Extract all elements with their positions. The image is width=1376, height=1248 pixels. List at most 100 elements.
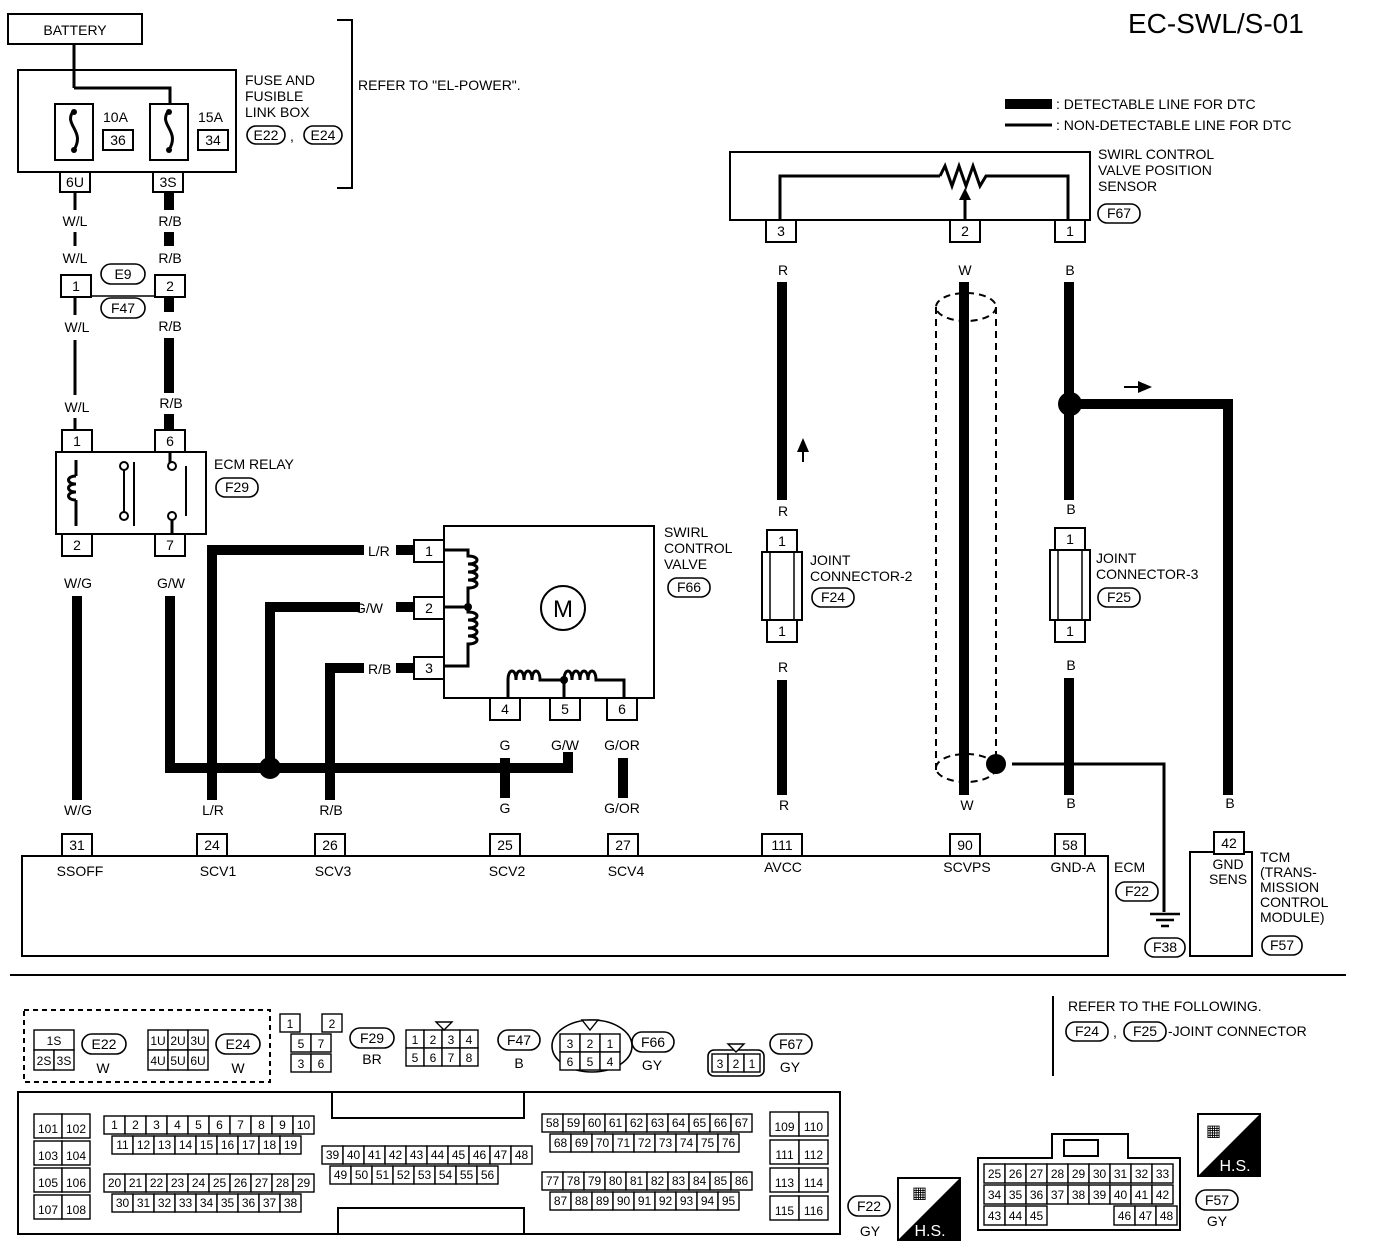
valve-coil-right-a [506, 669, 564, 698]
ecm-term-scv1: SCV1 [200, 863, 237, 879]
tcm-name-2: (TRANS- [1260, 864, 1317, 880]
valve-motor-label: M [553, 596, 573, 623]
battery-box [7, 13, 143, 45]
ecm-term-scv3: SCV3 [315, 863, 352, 879]
svg-text:3: 3 [298, 1057, 305, 1071]
ecm-box [21, 855, 1109, 957]
wire-b-1: B [1065, 262, 1074, 278]
connector-icon-f57: ▦ [1206, 1121, 1221, 1140]
svg-text:7: 7 [318, 1037, 325, 1051]
wire-lr-valve-1: L/R [368, 543, 390, 559]
svg-text:2: 2 [430, 1033, 437, 1047]
connector-cavity: 27 [255, 1176, 269, 1190]
connector-cavity: 82 [651, 1174, 665, 1188]
connector-code-e9: E9 [114, 266, 131, 282]
connector-cavity: 94 [701, 1194, 715, 1208]
connector-cavity: 88 [575, 1194, 589, 1208]
hs-label-f57: H.S. [1219, 1158, 1250, 1175]
valve-pin-1: 1 [425, 543, 433, 559]
legend-non-detectable: : NON-DETECTABLE LINE FOR DTC [1056, 117, 1291, 133]
connector-view-f67-color: GY [780, 1059, 801, 1075]
valve-name-2: CONTROL [664, 540, 733, 556]
valve-pin-2: 2 [425, 600, 433, 616]
connector-cavity: 41 [368, 1148, 382, 1162]
connector-cavity: 19 [284, 1138, 298, 1152]
fuse-10a-rating: 10A [103, 109, 129, 125]
fuse-terminal-6u: 6U [66, 174, 84, 190]
fuse-box-code-e24: E24 [311, 127, 336, 143]
svg-text:6: 6 [430, 1051, 437, 1065]
fuse-box-name-2: FUSIBLE [245, 88, 303, 104]
connector-cavity: 115 [775, 1204, 794, 1218]
connector-cavity: 34 [988, 1188, 1002, 1202]
wire-rb-3: R/B [158, 318, 181, 334]
joint2-code: F24 [821, 589, 845, 605]
connector-cavity: 108 [66, 1203, 86, 1217]
refer-following: REFER TO THE FOLLOWING. [1068, 998, 1262, 1014]
valve-coil-right-b [562, 669, 626, 698]
connector-cavity: 38 [1072, 1188, 1086, 1202]
connector-cavity: 28 [276, 1176, 290, 1190]
connector-cavity: 38 [284, 1196, 298, 1210]
ecm-pin-27: 27 [615, 837, 631, 853]
ecm-relay-pin-6: 6 [166, 433, 174, 449]
wire-lr-2: L/R [202, 802, 224, 818]
ecm-pin-25: 25 [497, 837, 513, 853]
connector-cavity: 74 [680, 1136, 694, 1150]
ecm-relay-name: ECM RELAY [214, 456, 295, 472]
ecm-relay-code: F29 [225, 479, 249, 495]
connector-cavity: 22 [150, 1176, 164, 1190]
connector-cavity: 36 [242, 1196, 256, 1210]
connector-cavity: 91 [638, 1194, 652, 1208]
connector-cavity: 2 [132, 1118, 139, 1132]
wire-wl-4: W/L [65, 399, 90, 415]
connector-cavity: 1 [111, 1118, 118, 1132]
connector-cavity: 41 [1135, 1188, 1149, 1202]
connector-view-e22: 1S 2S 3S [33, 1029, 75, 1071]
connector-cavity: 75 [701, 1136, 715, 1150]
connector-cavity: 31 [137, 1196, 151, 1210]
connector-cavity: 111 [775, 1148, 794, 1162]
connector-cavity: 63 [651, 1116, 665, 1130]
connector-cavity: 102 [66, 1122, 86, 1136]
wire-gw-5: G/W [551, 737, 580, 753]
connector-cavity: 32 [158, 1196, 172, 1210]
sensor-pin-3: 3 [777, 223, 785, 239]
connector-cavity: 90 [617, 1194, 631, 1208]
connector-view-f22-color: GY [860, 1223, 881, 1239]
ecm-name: ECM [1114, 859, 1145, 875]
ecm-pin-58: 58 [1062, 837, 1078, 853]
connector-cavity: 70 [596, 1136, 610, 1150]
connector-view-e24-color: W [231, 1060, 245, 1076]
valve-pin-6: 6 [618, 701, 626, 717]
joint3-name-2: CONNECTOR-3 [1096, 566, 1199, 582]
connector-cavity: 42 [389, 1148, 403, 1162]
position-sensor-wiper [959, 188, 971, 200]
wire-b-3: B [1066, 657, 1075, 673]
connector-cavity: 43 [410, 1148, 424, 1162]
connector-cavity: 110 [804, 1120, 823, 1134]
joint2-pin-top: 1 [778, 533, 786, 549]
connector-cavity: 8 [258, 1118, 265, 1132]
connector-cavity: 24 [192, 1176, 206, 1190]
connector-cavity: 4 [174, 1118, 181, 1132]
connector-icon-f22: ▦ [912, 1183, 927, 1202]
wire-gor-1: G/OR [604, 737, 640, 753]
connector-cavity: 50 [355, 1168, 369, 1182]
valve-pin-4: 4 [501, 701, 509, 717]
connector-cavity: 60 [588, 1116, 602, 1130]
connector-cavity: 25 [213, 1176, 227, 1190]
connector-cavity: 58 [546, 1116, 560, 1130]
connector-cavity: 84 [693, 1174, 707, 1188]
ecm-pin-26: 26 [322, 837, 338, 853]
fuse-box-code-e22: E22 [254, 127, 279, 143]
connector-cavity: 76 [722, 1136, 736, 1150]
connector-cavity: 71 [617, 1136, 631, 1150]
joint3-name-1: JOINT [1096, 550, 1137, 566]
connector-cavity: 107 [38, 1203, 58, 1217]
wire-g-2: G [500, 800, 511, 816]
connector-view-f29-color: BR [362, 1051, 381, 1067]
tcm-name-1: TCM [1260, 849, 1290, 865]
connector-cavity: 5 [195, 1118, 202, 1132]
